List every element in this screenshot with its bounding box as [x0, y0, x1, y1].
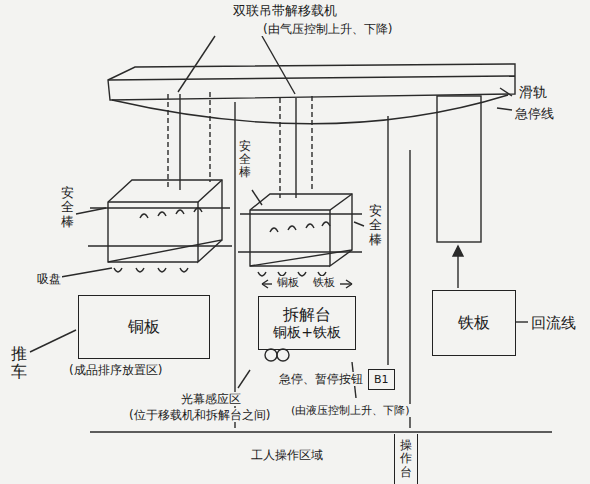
annotation-label: 急停、暂停按钮: [278, 372, 364, 386]
annotation-label: (由液压控制上升、下降): [290, 404, 411, 417]
process-box: 铜板(成品排序放置区): [78, 295, 210, 359]
box-text: 铜板+铁板: [273, 324, 341, 341]
annotation-label: 安全棒: [368, 204, 383, 247]
box-title: 拆解台: [283, 305, 331, 324]
annotation-label: (由气压控制上升、下降): [262, 22, 393, 36]
annotation-label: (位于移载机和拆解台之间): [128, 408, 271, 422]
annotation-label: 铁板: [312, 276, 336, 289]
annotation-label: 双联吊带解移载机: [232, 3, 338, 19]
box-title: 铜板: [128, 317, 160, 336]
annotation-label: 推车: [10, 345, 28, 380]
box-title: 铁板: [458, 313, 490, 332]
process-box: 拆解台铜板+铁板: [258, 296, 356, 350]
box-title: 操作台: [400, 439, 412, 479]
process-box: B1: [368, 369, 395, 390]
annotation-label: 铜板: [276, 276, 300, 289]
annotation-label: 吸盘: [36, 272, 62, 286]
annotation-label: 回流线: [530, 314, 577, 332]
annotation-label: 安全棒: [60, 186, 75, 229]
annotation-label: 安全棒: [238, 140, 252, 180]
process-box: 操作台: [394, 434, 418, 484]
annotation-label: 急停线: [514, 106, 555, 122]
annotation-label: 工人操作区域: [250, 448, 324, 462]
process-box: 铁板: [432, 290, 516, 356]
box-title: B1: [374, 373, 389, 386]
box-text: (成品排序放置区): [69, 362, 162, 379]
annotation-label: 滑轨: [518, 84, 548, 101]
annotation-label: 光幕感应区: [180, 392, 242, 406]
